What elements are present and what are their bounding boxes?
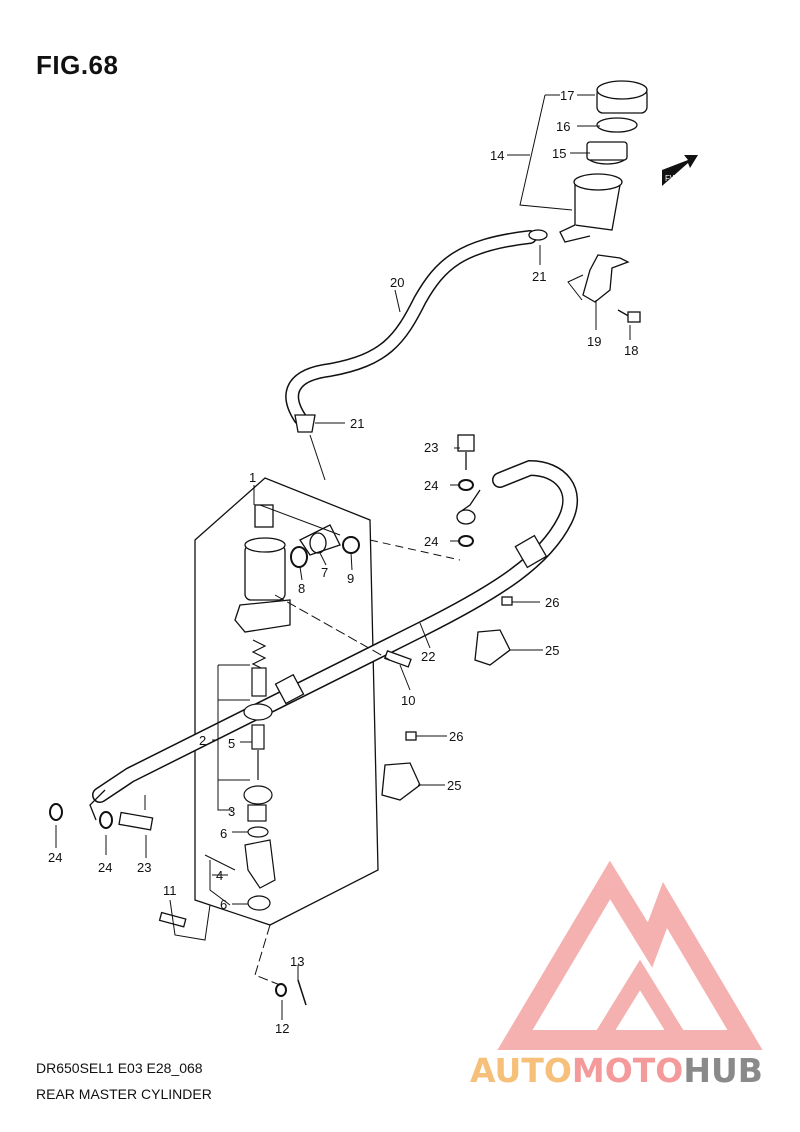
callout-21b: 21 xyxy=(350,416,364,431)
bracket xyxy=(582,254,630,303)
callout-14: 14 xyxy=(490,148,504,163)
bolt-18 xyxy=(617,309,641,323)
watermark-text: AUTOMOTOHUB xyxy=(470,1051,763,1090)
callout-23b: 23 xyxy=(137,860,151,875)
callout-1: 1 xyxy=(249,470,256,485)
callout-25b: 25 xyxy=(447,778,461,793)
leader-lines xyxy=(55,94,631,1020)
callout-9: 9 xyxy=(347,571,354,586)
watermark-moto: MOTO xyxy=(572,1051,683,1090)
callout-8: 8 xyxy=(298,581,305,596)
callout-11: 11 xyxy=(163,883,177,898)
callout-22: 22 xyxy=(421,649,435,664)
callout-24a: 24 xyxy=(424,478,438,493)
callout-24d: 24 xyxy=(98,860,112,875)
callout-2: 2 xyxy=(199,733,206,748)
diagram-code: DR650SEL1 E03 E28_068 xyxy=(36,1060,203,1076)
callout-23a: 23 xyxy=(424,440,438,455)
callout-labels: 1 2 3 4 5 6 6 7 8 9 10 11 12 13 14 15 16… xyxy=(48,88,638,1036)
callout-16: 16 xyxy=(556,119,570,134)
callout-6b: 6 xyxy=(220,897,227,912)
reservoir-assembly xyxy=(559,80,648,243)
callout-6a: 6 xyxy=(220,826,227,841)
callout-21a: 21 xyxy=(532,269,546,284)
reservoir-hose xyxy=(285,230,537,425)
piston-assembly xyxy=(243,639,276,911)
callout-5: 5 xyxy=(228,736,235,751)
callout-25a: 25 xyxy=(545,643,559,658)
assembly-outline xyxy=(194,477,379,926)
callout-19: 19 xyxy=(587,334,601,349)
callout-26b: 26 xyxy=(449,729,463,744)
master-cylinder xyxy=(234,504,341,633)
callout-10: 10 xyxy=(401,693,415,708)
callout-20: 20 xyxy=(390,275,404,290)
callout-4: 4 xyxy=(216,868,223,883)
callout-3: 3 xyxy=(228,804,235,819)
figure-title: FIG.68 xyxy=(36,50,119,80)
callout-13: 13 xyxy=(290,954,304,969)
hose-clamps xyxy=(381,596,513,801)
callout-24c: 24 xyxy=(48,850,62,865)
watermark-hub: HUB xyxy=(683,1051,763,1090)
diagram-caption: REAR MASTER CYLINDER xyxy=(36,1086,212,1102)
callout-24b: 24 xyxy=(424,534,438,549)
watermark-auto: AUTO xyxy=(470,1051,572,1090)
callout-12: 12 xyxy=(275,1021,289,1036)
bolts xyxy=(118,434,475,928)
callout-17: 17 xyxy=(560,88,574,103)
fwd-arrow-icon: FWD xyxy=(662,155,698,186)
callout-18: 18 xyxy=(624,343,638,358)
callout-26a: 26 xyxy=(545,595,559,610)
watermark-logo xyxy=(497,860,763,1050)
fwd-label: FWD xyxy=(665,174,683,183)
callout-7: 7 xyxy=(321,565,328,580)
callout-15: 15 xyxy=(552,146,566,161)
